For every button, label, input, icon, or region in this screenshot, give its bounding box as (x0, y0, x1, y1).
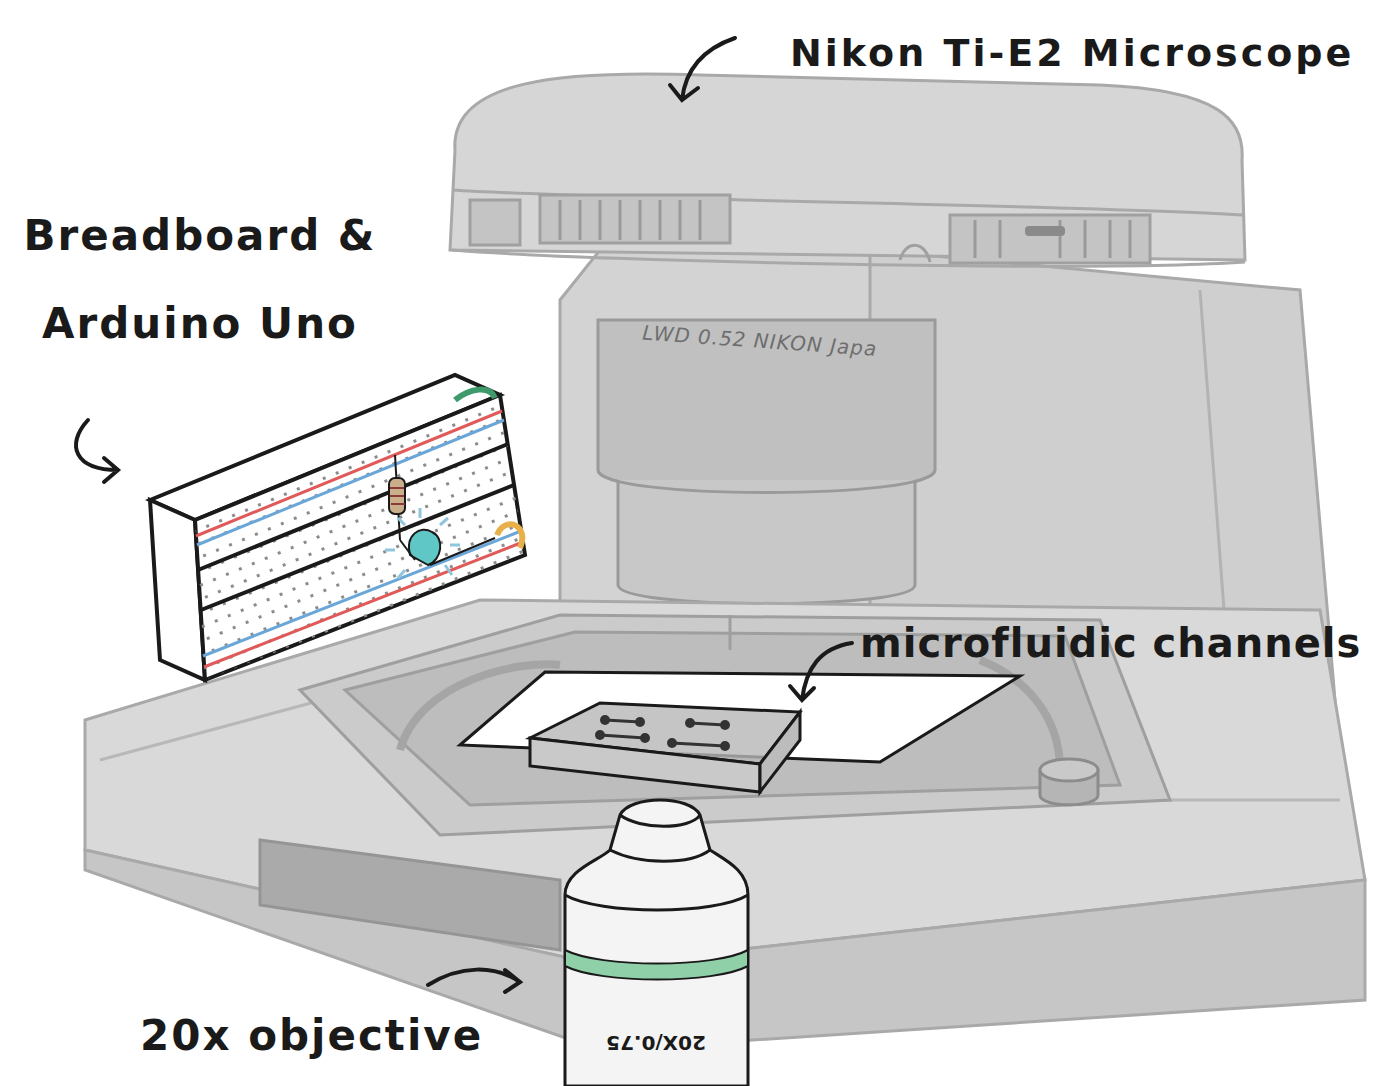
power-rail (204, 542, 523, 667)
objective-band (565, 950, 748, 980)
ground-rail (203, 531, 521, 656)
insert-seam (729, 615, 732, 650)
objective-marking: 20X/0.75 (586, 1030, 726, 1056)
resistor-symbol (389, 478, 405, 514)
channel-port (720, 741, 730, 751)
jumper-wire (497, 524, 522, 548)
objective-ring (565, 895, 748, 910)
channel-port (600, 715, 610, 725)
head-grip (470, 200, 520, 245)
pointer-arrow (790, 643, 852, 700)
condenser-rim (598, 470, 935, 493)
channel-port (595, 730, 605, 740)
stage-block (260, 840, 560, 950)
pointer-arrow (428, 970, 520, 992)
head-grip (540, 195, 730, 243)
breadboard-divider (201, 485, 514, 610)
led-leads (400, 538, 495, 565)
channels-label: microfluidic channels (860, 618, 1390, 668)
channel-port (640, 733, 650, 743)
microscope-label: Nikon Ti-E2 Microscope (790, 28, 1390, 78)
chip-front (530, 738, 760, 792)
grip-ridges (975, 220, 1130, 258)
channel-ports (595, 715, 730, 751)
ground-rail (197, 420, 504, 545)
channel-port (720, 720, 730, 730)
knob-top (1040, 759, 1098, 781)
condenser-lower (618, 480, 915, 604)
head-grip (950, 215, 1150, 263)
head-notch (900, 245, 930, 262)
resistor-bands (390, 488, 405, 504)
jumper-wire (455, 390, 495, 400)
breadboard (195, 395, 525, 680)
insert-opening (400, 660, 1060, 770)
chip-side (760, 712, 800, 792)
breadboard-label: Breadboard & Arduino Uno (0, 192, 400, 368)
lens-marking: LWD 0.52 NIKON Japa (641, 320, 942, 367)
objective-ring (610, 850, 710, 861)
channel-port (635, 717, 645, 727)
pointer-arrow (670, 38, 735, 100)
head-slider (1025, 226, 1065, 236)
channel-port (685, 718, 695, 728)
objective-label: 20x objective (140, 1010, 560, 1062)
grip-ridges (560, 200, 700, 240)
objective-tip (620, 815, 700, 826)
power-rail (196, 411, 502, 536)
channel-port (667, 738, 677, 748)
led-glow (385, 508, 460, 578)
objective-lens (565, 800, 748, 1086)
breadboard-holes (195, 395, 525, 680)
microfluidic-channel (600, 720, 725, 746)
pointer-arrow (76, 420, 118, 482)
